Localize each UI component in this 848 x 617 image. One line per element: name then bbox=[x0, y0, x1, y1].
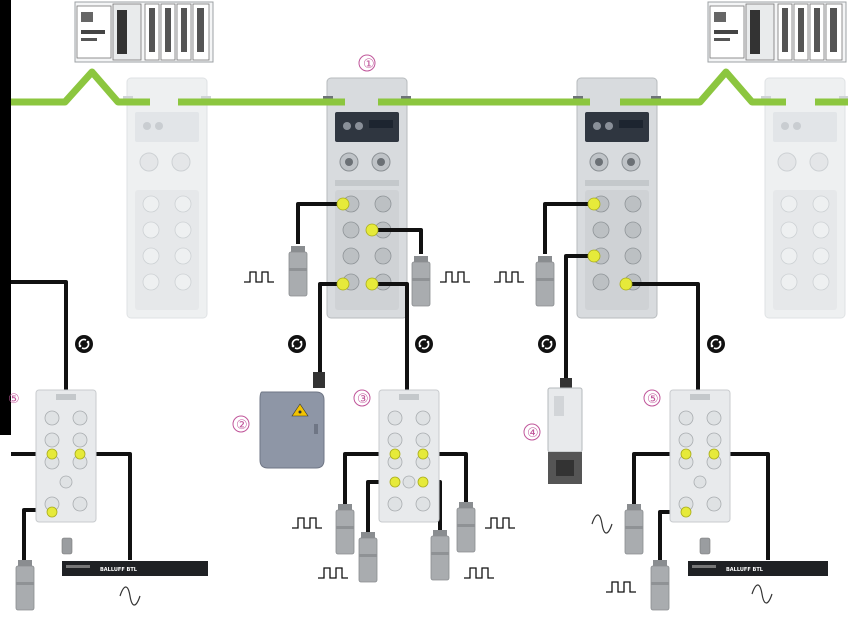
callout-4: ④ bbox=[527, 426, 539, 441]
sine-wave-icon bbox=[592, 515, 612, 533]
square-wave-icon bbox=[485, 518, 515, 528]
sensor-h5-b bbox=[651, 560, 669, 610]
callout-5-right: ⑤ bbox=[647, 392, 659, 407]
sensor-m1-a bbox=[289, 246, 307, 296]
sensor-h5-a bbox=[625, 504, 643, 554]
square-wave-icon bbox=[244, 272, 274, 282]
callout-5-left: ⑤ bbox=[8, 392, 20, 407]
sensor-hl-a bbox=[16, 560, 34, 610]
callout-1: ① bbox=[363, 57, 375, 72]
linear-transducer-right: BALLUFF BTL bbox=[688, 561, 828, 576]
sine-wave-icon bbox=[120, 587, 140, 605]
square-wave-icon bbox=[292, 518, 322, 528]
master-module-faded-left bbox=[123, 78, 211, 318]
sensor-h3-a bbox=[336, 504, 354, 554]
limit-switch bbox=[548, 378, 582, 484]
sensor-h3-b bbox=[359, 532, 377, 582]
wireless-coupling-icon bbox=[75, 335, 93, 353]
sine-wave-icon bbox=[752, 585, 772, 603]
magnet-marker-left bbox=[62, 538, 72, 554]
io-link-hub-3 bbox=[379, 390, 439, 522]
callout-3: ③ bbox=[357, 392, 369, 407]
transducer-label-left: BALLUFF BTL bbox=[100, 567, 138, 573]
io-link-hub-5 bbox=[670, 390, 730, 522]
wireless-coupling-icon bbox=[707, 335, 725, 353]
master-module-faded-right bbox=[761, 78, 848, 318]
sensor-m1-b bbox=[412, 256, 430, 306]
io-link-hub-left bbox=[36, 390, 96, 522]
sensor-h3-c bbox=[457, 502, 475, 552]
square-wave-icon bbox=[494, 272, 524, 282]
rfid-read-head bbox=[260, 372, 325, 468]
callout-2: ② bbox=[236, 418, 248, 433]
plc-right bbox=[708, 2, 846, 62]
wireless-coupling-icon bbox=[415, 335, 433, 353]
plc-left bbox=[75, 2, 213, 62]
transducer-label-right: BALLUFF BTL bbox=[726, 567, 764, 573]
left-dark-margin bbox=[0, 0, 11, 435]
wireless-coupling-icon bbox=[538, 335, 556, 353]
sensor-h3-d bbox=[431, 530, 449, 580]
magnet-marker-right bbox=[700, 538, 710, 554]
square-wave-icon bbox=[606, 582, 636, 592]
square-wave-icon bbox=[464, 568, 494, 578]
square-wave-icon bbox=[440, 272, 470, 282]
wireless-coupling-icon bbox=[288, 335, 306, 353]
sensor-m2-a bbox=[536, 256, 554, 306]
linear-transducer-left: BALLUFF BTL bbox=[62, 561, 208, 576]
square-wave-icon bbox=[318, 568, 348, 578]
